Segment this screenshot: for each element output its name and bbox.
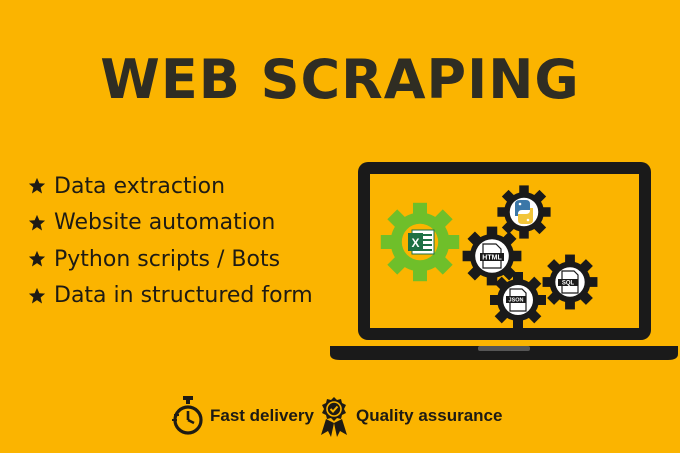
sql-file-icon: SQL — [558, 270, 579, 294]
excel-icon: X — [408, 229, 435, 255]
badge-quality-assurance: Quality assurance — [318, 395, 502, 437]
feature-item: Website automation — [28, 205, 313, 242]
stopwatch-icon — [172, 396, 203, 435]
json-file-icon: JSON — [506, 288, 527, 312]
star-icon — [28, 251, 46, 267]
footer-badges: Fast delivery Quality assurance — [0, 395, 680, 445]
sql-label: SQL — [562, 281, 575, 287]
page-title: WEB SCRAPING — [100, 48, 580, 111]
badge-label: Quality assurance — [356, 406, 503, 425]
excel-letter: X — [411, 236, 419, 250]
laptop-base — [330, 346, 678, 360]
laptop-illustration: X HTML SQL JSON — [330, 162, 678, 360]
badge-fast-delivery: Fast delivery — [172, 395, 314, 437]
feature-label: Website automation — [54, 210, 276, 236]
feature-label: Python scripts / Bots — [54, 246, 281, 272]
award-ribbon-icon — [321, 397, 347, 437]
feature-item: Data extraction — [28, 168, 313, 205]
python-gear-icon — [497, 185, 551, 239]
feature-list: Data extraction Website automation Pytho… — [28, 168, 313, 314]
feature-item: Python scripts / Bots — [28, 241, 313, 278]
star-icon — [28, 287, 46, 304]
json-label: JSON — [509, 298, 524, 304]
star-icon — [28, 178, 46, 194]
feature-item: Data in structured form — [28, 278, 313, 315]
feature-label: Data extraction — [54, 173, 226, 199]
feature-label: Data in structured form — [54, 283, 313, 309]
python-logo-icon — [515, 200, 533, 224]
html-label: HTML — [482, 255, 502, 262]
badge-label: Fast delivery — [210, 406, 314, 425]
star-icon — [28, 214, 46, 231]
html-file-icon: HTML — [480, 243, 504, 269]
